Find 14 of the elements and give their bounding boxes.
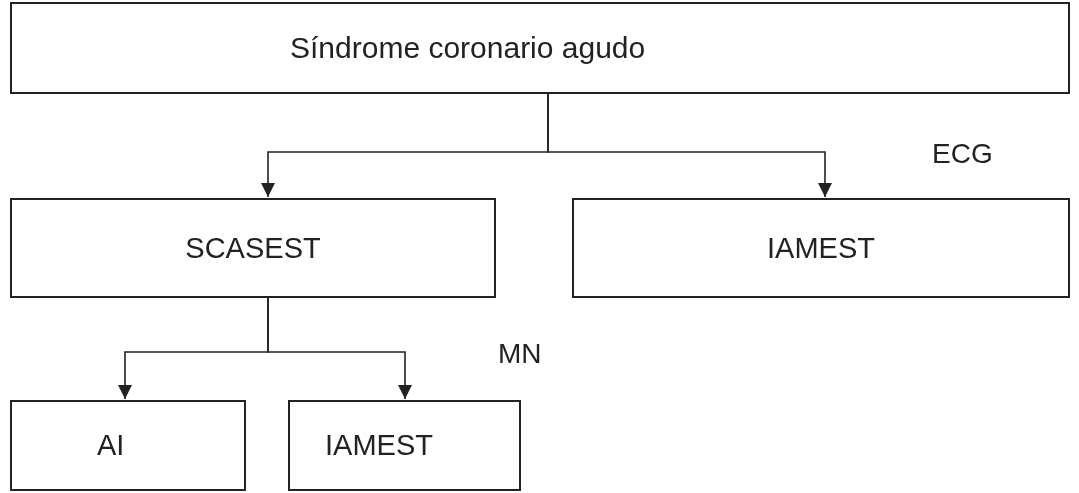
arrow xyxy=(267,297,412,400)
process-box xyxy=(572,198,1070,298)
branch-label: ECG xyxy=(932,138,993,170)
process-box xyxy=(10,400,246,491)
branch-label: MN xyxy=(498,338,542,370)
box-label: AI xyxy=(97,429,125,462)
box-label: IAMEST xyxy=(325,429,433,462)
process-box xyxy=(10,2,1070,94)
process-box xyxy=(288,400,521,491)
box-label: SCASEST xyxy=(185,231,321,265)
box-label: IAMEST xyxy=(767,231,875,265)
box-label: Síndrome coronario agudo xyxy=(290,31,646,65)
arrow xyxy=(547,93,832,198)
process-box xyxy=(10,198,496,298)
